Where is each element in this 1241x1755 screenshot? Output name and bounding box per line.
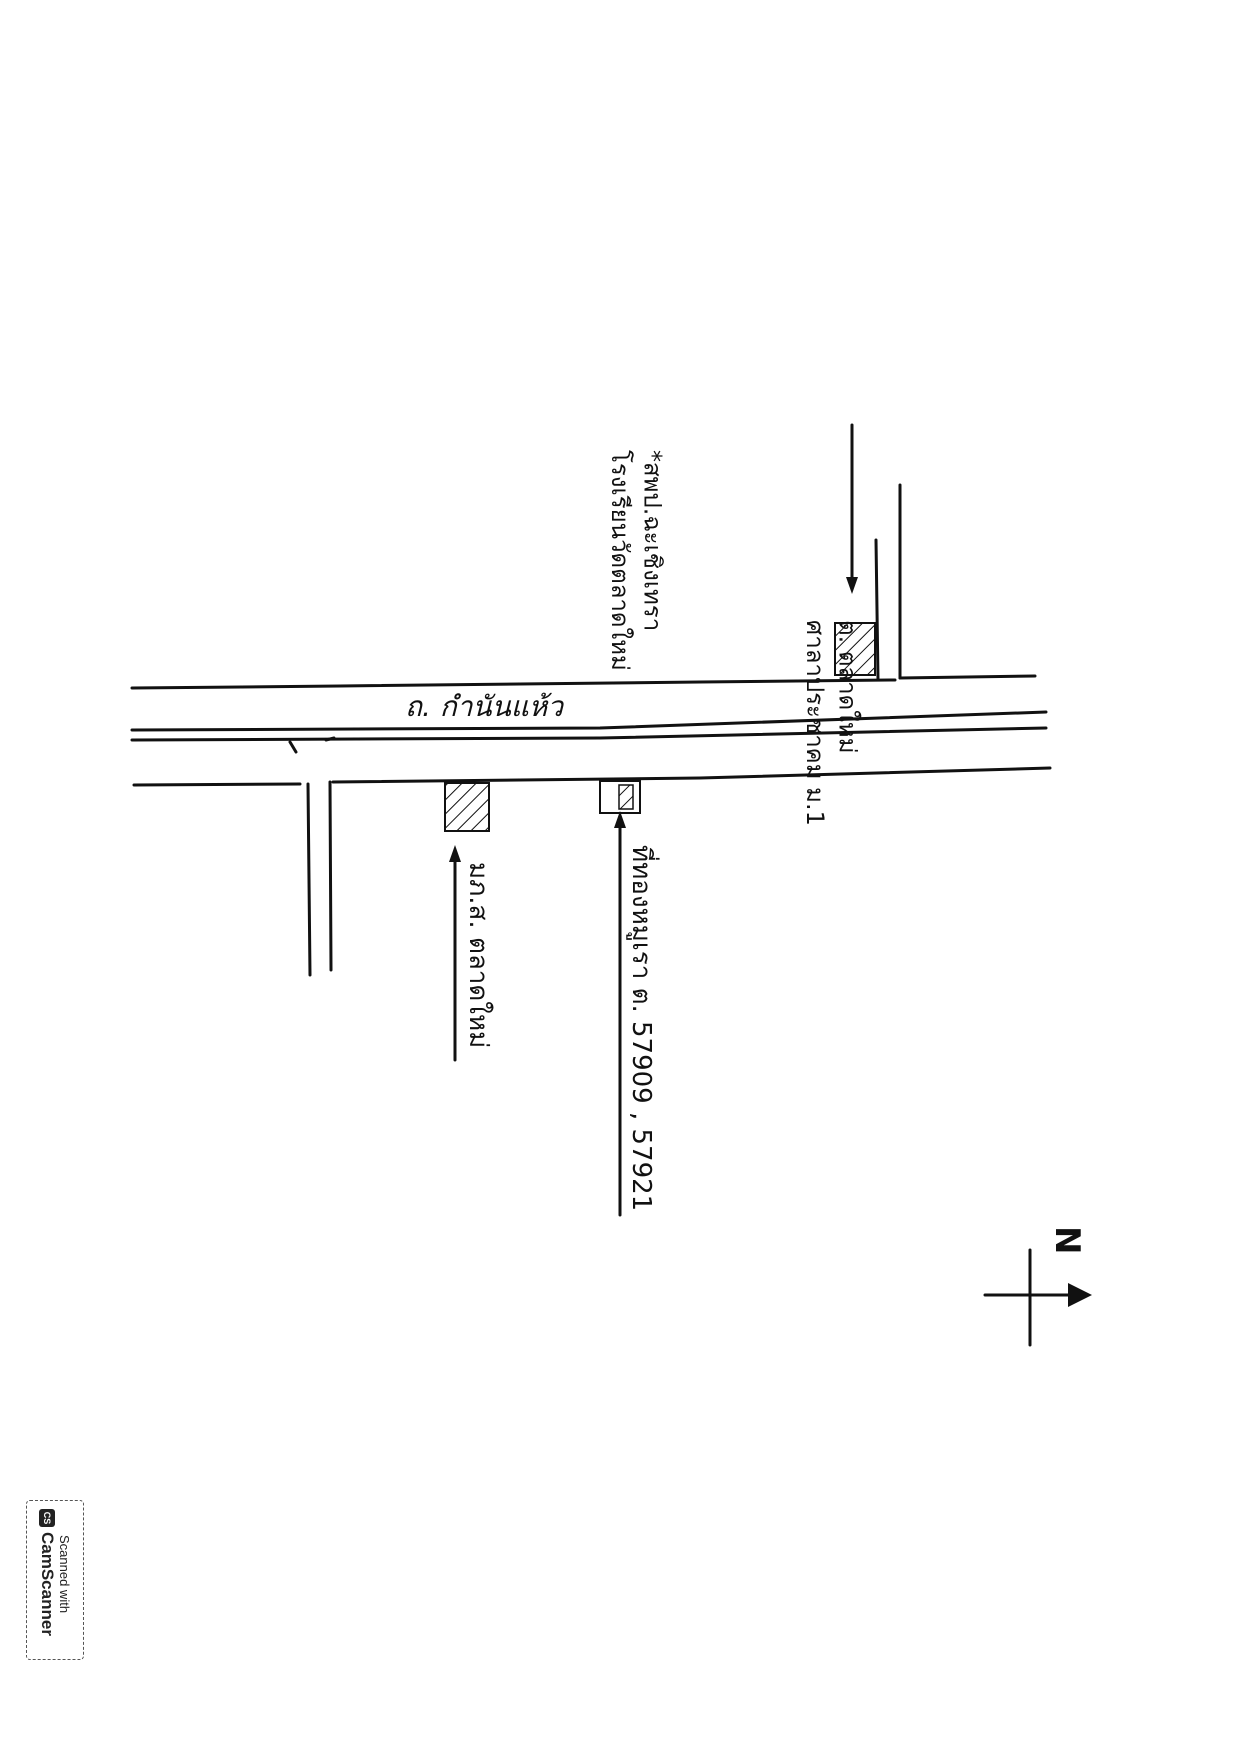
arrow-wat xyxy=(846,423,858,594)
junction-mark xyxy=(288,736,336,754)
label-school: โรงเรียนวัดตลาดใหม่*สพป.ฉะเชิงเทรา xyxy=(606,450,666,671)
road-label: ถ. กำนันแห้ว xyxy=(405,690,565,723)
camscanner-logo-icon: CS xyxy=(39,1509,56,1527)
main-road xyxy=(130,678,1052,787)
building-house xyxy=(599,780,641,814)
arrow-house xyxy=(614,811,626,1217)
side-road-south xyxy=(306,780,333,977)
compass-icon: N xyxy=(983,1226,1092,1347)
north-label: N xyxy=(1047,1226,1087,1254)
label-house: ที่ทองหมูเรา ต. 57909 , 57921 xyxy=(626,845,660,1211)
side-road-north xyxy=(874,483,1037,682)
label-market: มภ.ส. ตลาดใหม่ xyxy=(463,862,493,1048)
building-north xyxy=(834,622,876,676)
camscanner-stamp: Scanned with CS CamScanner xyxy=(26,1500,84,1660)
stamp-line2: CamScanner xyxy=(38,1532,58,1636)
building-market xyxy=(444,782,490,832)
arrow-market xyxy=(449,845,461,1062)
stamp-line1: Scanned with xyxy=(57,1535,73,1614)
